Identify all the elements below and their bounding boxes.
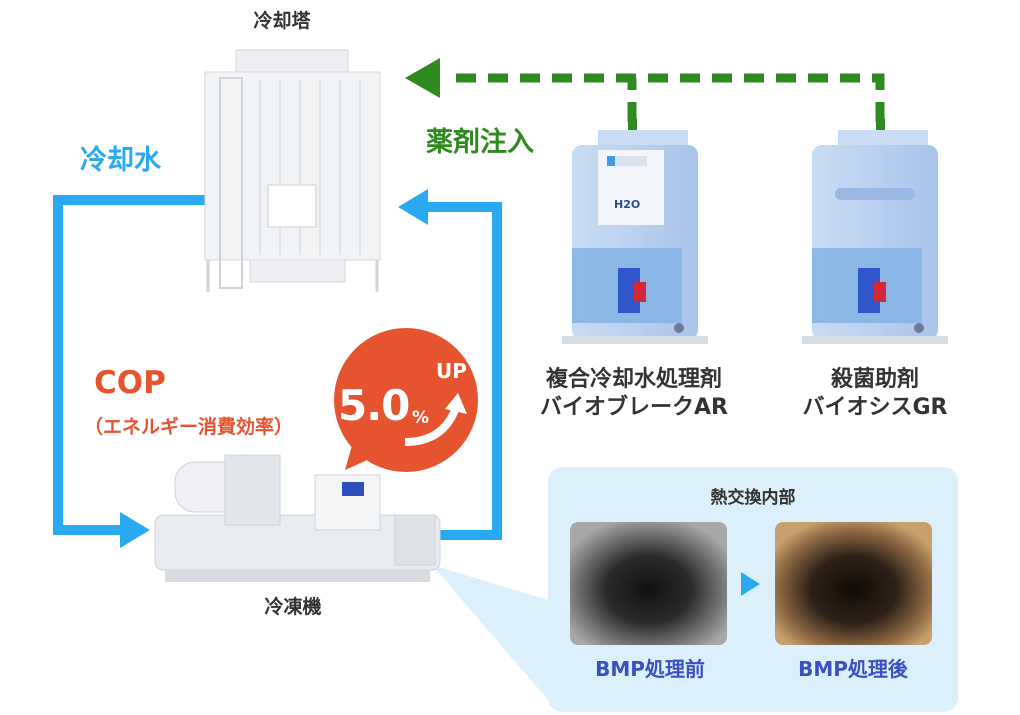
cop-direction: UP — [436, 359, 467, 383]
tank-bio-break-ar — [562, 118, 708, 344]
chiller — [154, 454, 441, 582]
injection-arrow-icon — [405, 58, 440, 98]
h2o-logo: H2O — [614, 198, 641, 211]
cooling-water-label: 冷却水 — [80, 145, 161, 176]
before-image — [570, 522, 727, 645]
product-type: 殺菌助剤 — [830, 367, 919, 392]
arrow-right-icon — [741, 572, 760, 596]
cop-unit: % — [412, 408, 430, 428]
product-name: バイオブレークAR — [540, 395, 728, 420]
cop-title: COP — [94, 365, 166, 401]
cooling-water-pipe — [53, 195, 502, 540]
product-bio-sys-gr: 殺菌助剤 バイオシスGR — [803, 366, 948, 422]
chemical-injection-line — [445, 73, 885, 122]
tank-bio-sys-gr — [802, 118, 948, 344]
product-name: バイオシスGR — [802, 395, 948, 420]
cop-bubble — [334, 328, 478, 472]
product-type: 複合冷却水処理剤 — [545, 367, 722, 392]
cooling-tower-label: 冷却塔 — [253, 10, 311, 32]
up-arrow-icon — [404, 408, 459, 446]
after-image — [775, 522, 932, 645]
before-label: BMP処理前 — [595, 657, 705, 681]
after-label: BMP処理後 — [798, 657, 908, 681]
pipe-arrow-icon — [398, 189, 428, 225]
cop-subtitle: （エネルギー消費効率） — [84, 416, 294, 438]
chiller-label: 冷凍機 — [264, 596, 322, 618]
heat-exchanger-title: 熱交換内部 — [710, 488, 796, 508]
cop-value: 5.0 — [338, 381, 410, 430]
product-bio-break-ar: 複合冷却水処理剤 バイオブレークAR — [540, 366, 728, 422]
zoom-wedge — [432, 565, 548, 700]
cooling-tower — [204, 49, 381, 292]
pipe-arrow-icon — [120, 512, 150, 548]
chemical-injection-label: 薬剤注入 — [426, 127, 534, 158]
